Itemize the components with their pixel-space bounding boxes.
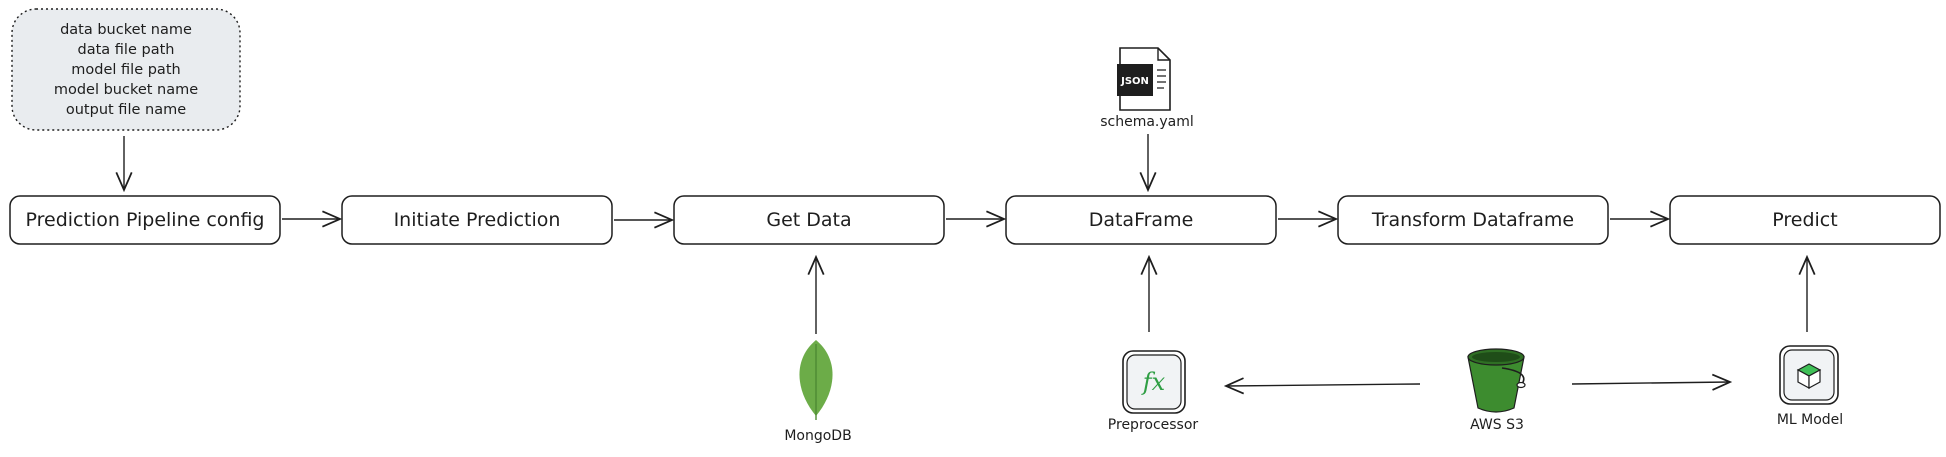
step-get-data: Get Data	[673, 195, 945, 245]
mongodb-leaf-icon	[799, 340, 833, 420]
step-dataframe: DataFrame	[1005, 195, 1277, 245]
fx-function-icon: fx	[1122, 350, 1186, 414]
step-label: Get Data	[766, 209, 851, 231]
step-label: Predict	[1772, 209, 1837, 231]
step-prediction-pipeline-config: Prediction Pipeline config	[9, 195, 281, 245]
config-line-2: data file path	[78, 42, 175, 58]
step-label: Initiate Prediction	[394, 209, 561, 231]
step-label: Transform Dataframe	[1371, 209, 1574, 231]
step-label: Prediction Pipeline config	[26, 209, 265, 231]
s3-bucket-icon	[1467, 348, 1526, 413]
config-note: data bucket name data file path model fi…	[11, 8, 241, 131]
config-line-4: model bucket name	[54, 82, 198, 98]
step-initiate-prediction: Initiate Prediction	[341, 195, 613, 245]
json-file-icon: JSON	[1117, 47, 1171, 111]
cube-model-icon	[1779, 345, 1839, 405]
ml-model-label: ML Model	[1777, 412, 1843, 428]
step-predict: Predict	[1669, 195, 1941, 245]
step-label: DataFrame	[1089, 209, 1194, 231]
arrow-s3-to-model	[1571, 373, 1733, 391]
preprocessor-label: Preprocessor	[1108, 417, 1199, 433]
json-badge: JSON	[1120, 76, 1149, 87]
schema-label: schema.yaml	[1100, 114, 1194, 130]
s3-label: AWS S3	[1470, 417, 1524, 433]
mongodb-label: MongoDB	[784, 428, 851, 444]
config-line-1: data bucket name	[60, 22, 192, 38]
arrow-s3-to-preprocessor	[1223, 377, 1421, 395]
step-transform-dataframe: Transform Dataframe	[1337, 195, 1609, 245]
config-line-5: output file name	[66, 102, 186, 118]
config-line-3: model file path	[71, 62, 180, 78]
fx-glyph: fx	[1141, 368, 1166, 396]
